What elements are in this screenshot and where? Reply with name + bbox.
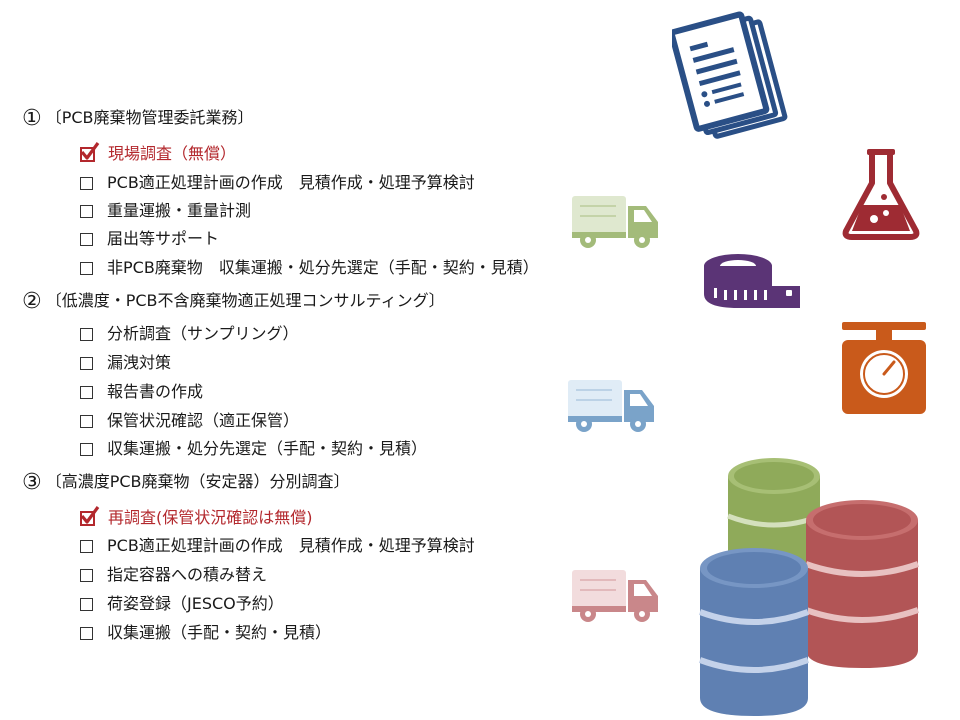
section-3-item-4[interactable]: 荷姿登録（JESCO予約） — [80, 593, 284, 615]
checkbox[interactable] — [80, 442, 93, 456]
item-label: PCB適正処理計画の作成 見積作成・処理予算検討 — [107, 173, 475, 192]
checkbox[interactable] — [80, 356, 93, 370]
item-label: 漏洩対策 — [107, 353, 172, 372]
section-3-title: ③〔高濃度PCB廃棄物（安定器）分別調査〕 — [22, 471, 350, 494]
section-3-item-1[interactable]: 再調査(保管状況確認は無償) — [80, 505, 313, 529]
section-1-item-5[interactable]: 非PCB廃棄物 収集運搬・処分先選定（手配・契約・見積） — [80, 257, 539, 279]
section-2-title: ②〔低濃度・PCB不含廃棄物適正処理コンサルティング〕 — [22, 290, 445, 313]
section-1-title: ①〔PCB廃棄物管理委託業務〕 — [22, 107, 254, 130]
checkbox[interactable] — [80, 414, 93, 428]
section-2-item-3[interactable]: 報告書の作成 — [80, 381, 203, 403]
checkbox[interactable] — [80, 385, 93, 399]
item-label: 保管状況確認（適正保管） — [107, 411, 300, 430]
checkbox[interactable] — [80, 232, 93, 246]
checkbox[interactable] — [80, 626, 93, 640]
section-1-heading: 〔PCB廃棄物管理委託業務〕 — [45, 108, 254, 127]
item-label: 指定容器への積み替え — [107, 565, 268, 584]
item-label: 報告書の作成 — [107, 382, 204, 401]
section-1-number: ① — [22, 106, 42, 131]
flask-icon — [842, 149, 920, 240]
section-2-item-4[interactable]: 保管状況確認（適正保管） — [80, 410, 299, 432]
section-1-item-1[interactable]: 現場調査（無償） — [80, 141, 237, 165]
truck-icon — [568, 380, 654, 432]
section-3-item-5[interactable]: 収集運搬（手配・契約・見積） — [80, 622, 331, 644]
item-label: 収集運搬（手配・契約・見積） — [107, 623, 332, 642]
checkbox-checked[interactable] — [80, 141, 100, 162]
truck-icon — [572, 570, 658, 622]
document-icon — [672, 11, 788, 139]
section-1-item-4[interactable]: 届出等サポート — [80, 228, 219, 250]
drums-icon — [698, 458, 920, 716]
item-label: 再調査(保管状況確認は無償) — [108, 508, 313, 527]
section-3-number: ③ — [22, 470, 42, 495]
checkbox[interactable] — [80, 176, 93, 190]
section-1-item-2[interactable]: PCB適正処理計画の作成 見積作成・処理予算検討 — [80, 172, 475, 194]
checkbox[interactable] — [80, 327, 93, 341]
checkbox[interactable] — [80, 568, 93, 582]
section-3-heading: 〔高濃度PCB廃棄物（安定器）分別調査〕 — [45, 472, 350, 491]
section-2-item-5[interactable]: 収集運搬・処分先選定（手配・契約・見積） — [80, 438, 427, 460]
checkbox[interactable] — [80, 597, 93, 611]
item-label: 荷姿登録（JESCO予約） — [107, 594, 284, 613]
section-1-item-3[interactable]: 重量運搬・重量計測 — [80, 200, 251, 222]
section-3-item-2[interactable]: PCB適正処理計画の作成 見積作成・処理予算検討 — [80, 535, 475, 557]
item-label: 届出等サポート — [107, 229, 220, 248]
item-label: 収集運搬・処分先選定（手配・契約・見積） — [107, 439, 428, 458]
item-label: 現場調査（無償） — [108, 144, 237, 163]
item-label: PCB適正処理計画の作成 見積作成・処理予算検討 — [107, 536, 475, 555]
section-2-heading: 〔低濃度・PCB不含廃棄物適正処理コンサルティング〕 — [45, 291, 445, 310]
item-label: 重量運搬・重量計測 — [107, 201, 252, 220]
section-2-number: ② — [22, 289, 42, 314]
item-label: 分析調査（サンプリング） — [107, 324, 299, 343]
section-3-item-3[interactable]: 指定容器への積み替え — [80, 564, 267, 586]
scale-icon — [842, 322, 926, 414]
checkbox[interactable] — [80, 204, 93, 218]
checkbox[interactable] — [80, 261, 93, 275]
section-2-item-2[interactable]: 漏洩対策 — [80, 352, 171, 374]
section-2-item-1[interactable]: 分析調査（サンプリング） — [80, 323, 299, 345]
tape-measure-icon — [704, 254, 800, 308]
truck-icon — [572, 196, 658, 248]
checkbox[interactable] — [80, 539, 93, 553]
item-label: 非PCB廃棄物 収集運搬・処分先選定（手配・契約・見積） — [107, 258, 539, 277]
checkbox-checked[interactable] — [80, 505, 100, 526]
